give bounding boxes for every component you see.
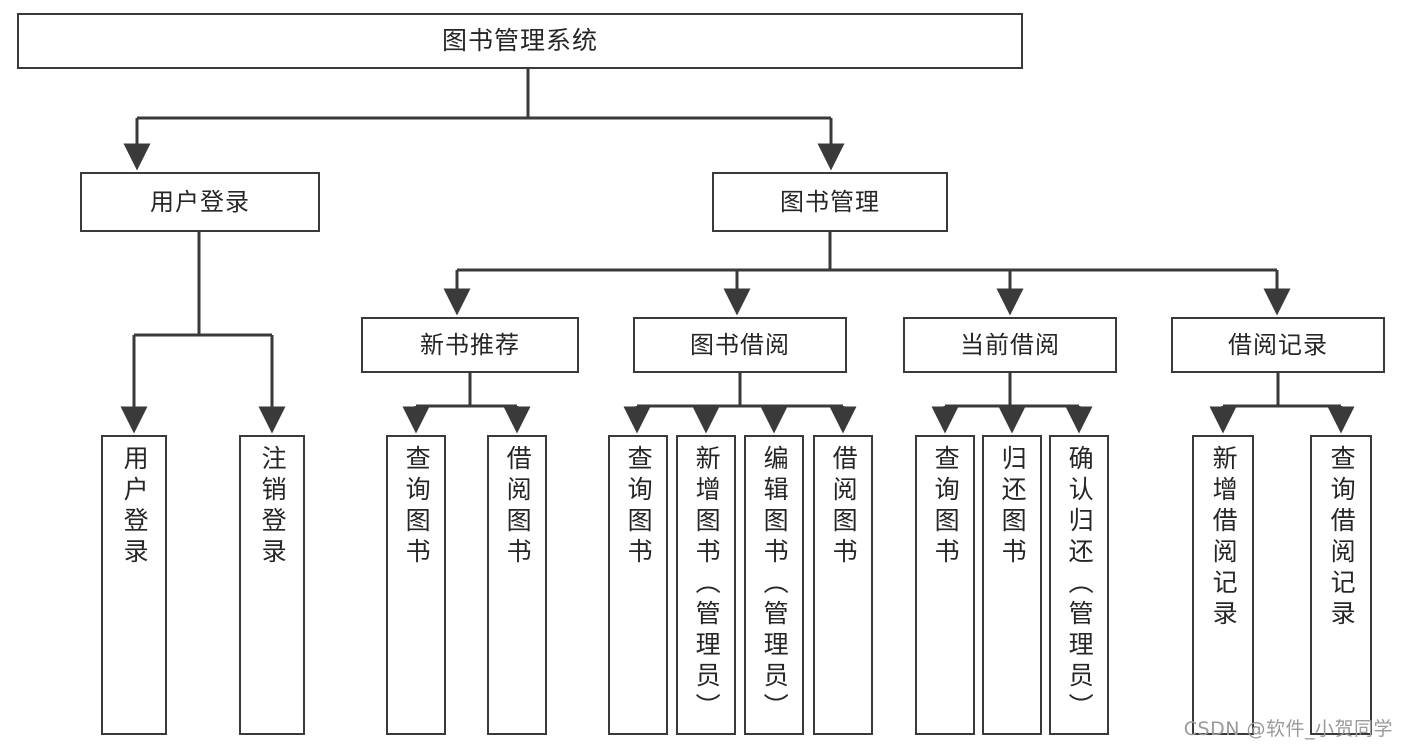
node-leaf-add-record[interactable]: 新增借阅记录 (1192, 435, 1254, 735)
node-leaf-confirm-return[interactable]: 确认归还（管理员） (1049, 435, 1109, 735)
node-new-book-rec[interactable]: 新书推荐 (361, 317, 579, 373)
node-user-login-label: 用户登录 (150, 187, 250, 216)
node-leaf-user-login[interactable]: 用户登录 (101, 435, 167, 735)
node-leaf-borrow-book-label: 借阅图书 (829, 445, 859, 569)
node-leaf-query-book-rec[interactable]: 查询图书 (386, 435, 446, 735)
node-leaf-user-logout-label: 注销登录 (258, 445, 288, 569)
node-leaf-query-record[interactable]: 查询借阅记录 (1310, 435, 1372, 735)
node-leaf-add-book-label: 新增图书（管理员） (692, 445, 722, 724)
node-borrow-record-label: 借阅记录 (1228, 330, 1328, 359)
node-leaf-user-logout[interactable]: 注销登录 (239, 435, 305, 735)
node-borrow-record[interactable]: 借阅记录 (1171, 317, 1385, 373)
node-leaf-query-book-rec-label: 查询图书 (402, 445, 432, 569)
node-leaf-user-login-label: 用户登录 (120, 445, 150, 569)
node-book-borrow[interactable]: 图书借阅 (633, 317, 847, 373)
node-leaf-borrow-book-rec-label: 借阅图书 (503, 445, 533, 569)
node-leaf-add-record-label: 新增借阅记录 (1209, 445, 1239, 631)
node-user-login[interactable]: 用户登录 (80, 172, 320, 232)
node-book-manage-label: 图书管理 (780, 187, 880, 216)
node-new-book-rec-label: 新书推荐 (420, 330, 520, 359)
node-leaf-edit-book[interactable]: 编辑图书（管理员） (744, 435, 804, 735)
node-current-borrow-label: 当前借阅 (960, 330, 1060, 359)
node-leaf-borrow-book[interactable]: 借阅图书 (813, 435, 873, 735)
node-book-manage[interactable]: 图书管理 (712, 172, 948, 232)
node-root-label: 图书管理系统 (441, 26, 598, 56)
csdn-watermark: CSDN @软件_小贺同学 (1183, 718, 1393, 740)
node-leaf-query-record-label: 查询借阅记录 (1327, 445, 1357, 631)
node-book-borrow-label: 图书借阅 (690, 330, 790, 359)
node-leaf-confirm-return-label: 确认归还（管理员） (1065, 445, 1095, 724)
node-leaf-query-book-cur-label: 查询图书 (931, 445, 961, 569)
node-leaf-return-book-label: 归还图书 (998, 445, 1028, 569)
node-leaf-query-book-cur[interactable]: 查询图书 (915, 435, 975, 735)
node-leaf-return-book[interactable]: 归还图书 (982, 435, 1042, 735)
node-leaf-add-book[interactable]: 新增图书（管理员） (676, 435, 736, 735)
node-leaf-edit-book-label: 编辑图书（管理员） (760, 445, 790, 724)
node-current-borrow[interactable]: 当前借阅 (903, 317, 1117, 373)
node-leaf-borrow-book-rec[interactable]: 借阅图书 (487, 435, 547, 735)
node-root[interactable]: 图书管理系统 (17, 13, 1023, 69)
node-leaf-query-book[interactable]: 查询图书 (608, 435, 668, 735)
node-leaf-query-book-label: 查询图书 (624, 445, 654, 569)
